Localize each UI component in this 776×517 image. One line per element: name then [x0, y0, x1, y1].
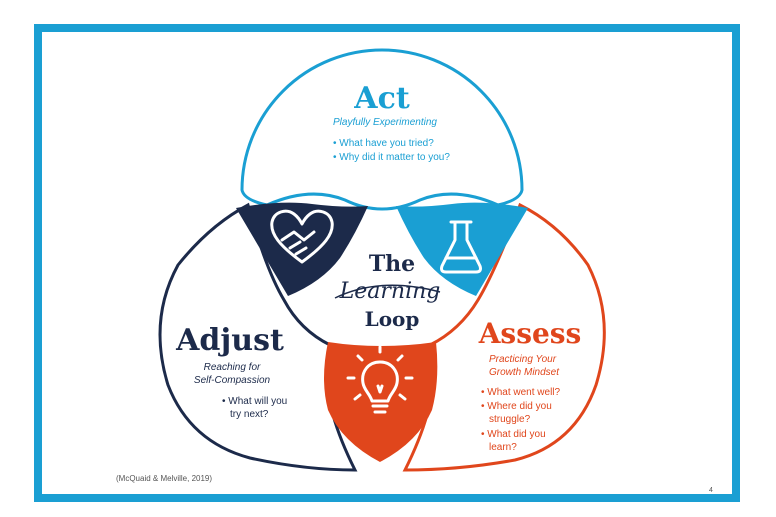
assess-lobe	[402, 202, 606, 472]
lightbulb-icon	[346, 345, 414, 414]
act-assess-overlap	[396, 202, 528, 296]
center-line-1: The	[369, 251, 415, 277]
adjust-bullet-2: try next?	[230, 409, 269, 420]
center-line-3: Loop	[365, 307, 420, 331]
act-title: Act	[353, 81, 410, 116]
assess-title: Assess	[478, 317, 582, 350]
assess-subtitle-2: Growth Mindset	[489, 367, 560, 378]
adjust-subtitle-1: Reaching for	[204, 362, 261, 373]
adjust-subtitle-2: Self-Compassion	[194, 375, 271, 386]
act-lobe	[240, 48, 524, 211]
flask-icon	[440, 220, 482, 274]
adjust-title: Adjust	[175, 323, 284, 358]
assess-bullet-5: learn?	[489, 442, 517, 453]
act-bullet-1: • What have you tried?	[333, 138, 434, 149]
assess-bullet-3: struggle?	[489, 414, 531, 425]
center-swirl	[334, 284, 441, 299]
adjust-bullet-1: • What will you	[222, 396, 287, 407]
citation: (McQuaid & Melville, 2019)	[116, 474, 212, 483]
page-number: 4	[709, 487, 713, 494]
adjust-lobe	[158, 202, 358, 472]
heart-hands-icon	[270, 209, 334, 264]
center-line-2: Learning	[339, 279, 441, 304]
assess-bullet-1: • What went well?	[481, 387, 561, 398]
assess-bullet-2: • Where did you	[481, 401, 552, 412]
assess-subtitle-1: Practicing Your	[489, 354, 557, 365]
act-subtitle: Playfully Experimenting	[333, 117, 437, 128]
act-bullet-2: • Why did it matter to you?	[333, 152, 450, 163]
assess-bullet-4: • What did you	[481, 429, 546, 440]
